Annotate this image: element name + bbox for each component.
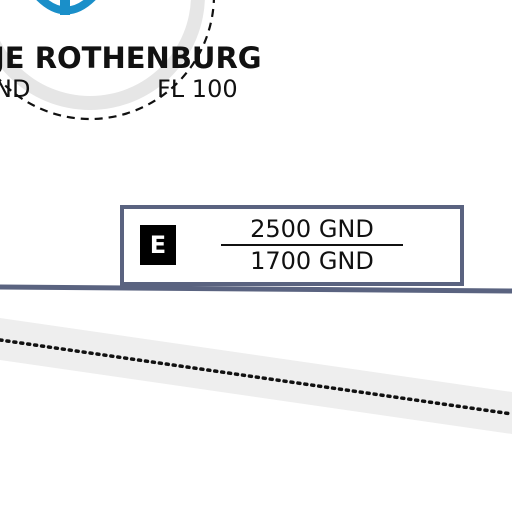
- airport-icon: [36, 0, 96, 15]
- dotted-route-line: [0, 338, 512, 416]
- airport-name-label: JE ROTHENBURG: [0, 41, 262, 75]
- ctr-lower-limit: ND: [0, 75, 31, 103]
- airspace-upper-limit: 2500 GND: [250, 215, 374, 243]
- airspace-lower-limit: 1700 GND: [250, 247, 374, 275]
- ctr-inner-area: [0, 0, 191, 96]
- airspace-limits-box: E 2500 GND 1700 GND: [120, 205, 464, 286]
- airspace-class-badge: E: [140, 225, 176, 265]
- limit-divider: [221, 244, 403, 246]
- ctr-upper-limit: FL 100: [157, 75, 238, 103]
- airspace-boundary-line: [0, 284, 512, 294]
